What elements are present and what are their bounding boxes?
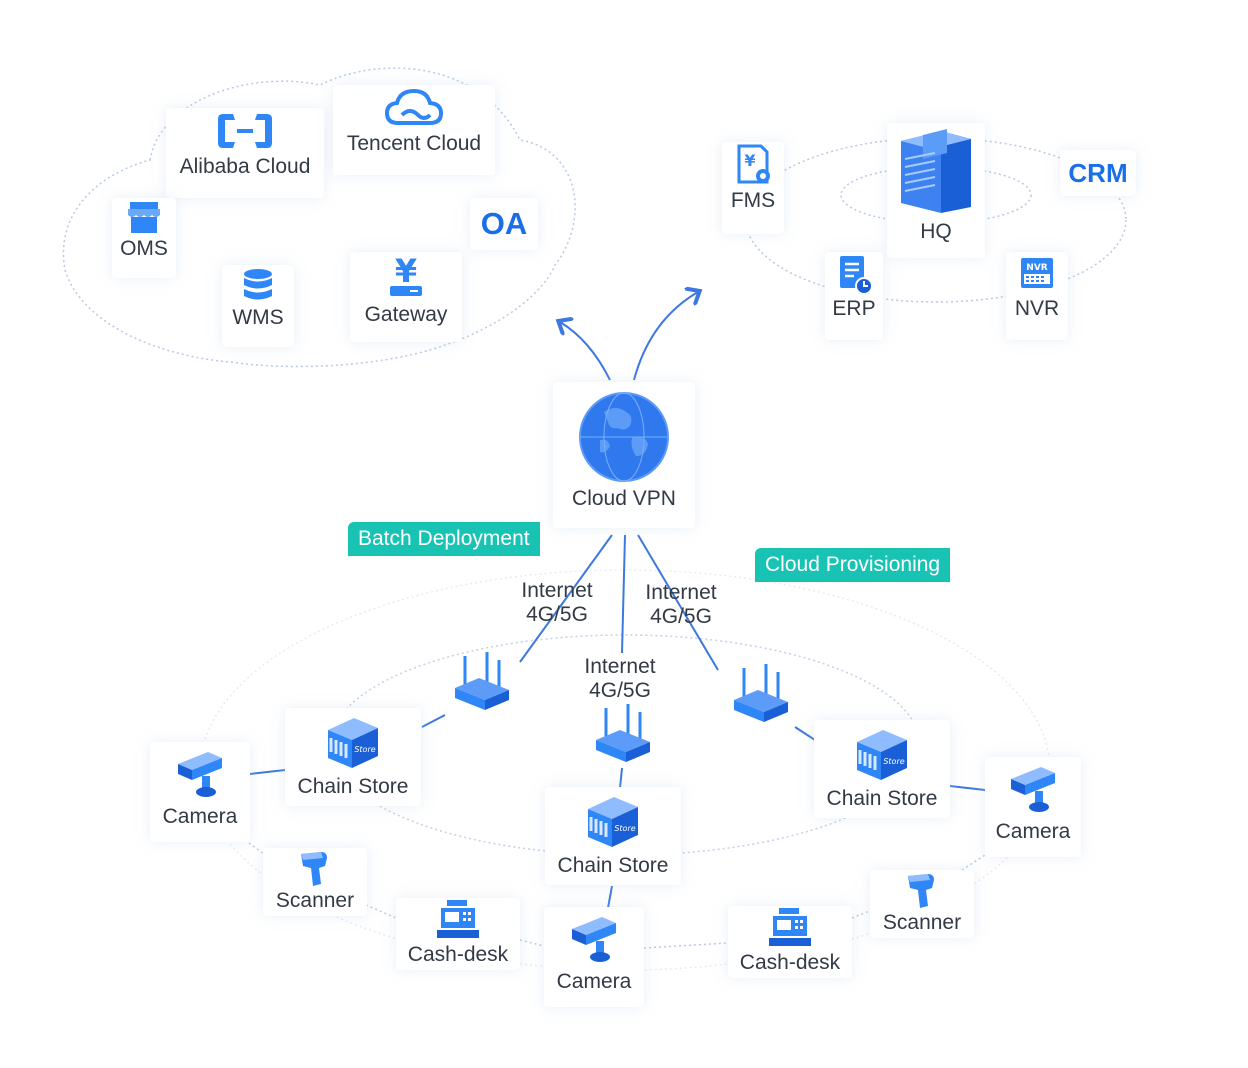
- vpn-arrow-left: [560, 322, 611, 381]
- building-icon: [901, 129, 971, 213]
- alibaba-cloud-icon: [218, 114, 272, 148]
- crm-node[interactable]: CRM: [1060, 150, 1136, 196]
- scanner-left-label: Scanner: [275, 889, 355, 912]
- nvr-node[interactable]: NVR NVR: [1006, 252, 1068, 340]
- router-icon[interactable]: [586, 700, 656, 770]
- camera-bottom-label: Camera: [556, 970, 632, 993]
- barcode-scanner-icon: [908, 874, 934, 908]
- camera-icon: [178, 752, 222, 797]
- erp-label: ERP: [832, 297, 876, 320]
- camera-left-label: Camera: [162, 805, 238, 828]
- tencent-cloud-node[interactable]: Tencent Cloud: [333, 85, 495, 175]
- oa-label: OA: [480, 206, 528, 241]
- nvr-label: NVR: [1014, 297, 1060, 320]
- database-icon: [244, 269, 272, 300]
- chain-store-left-node[interactable]: Store Chain Store: [285, 708, 421, 806]
- cloud-outline: [62, 67, 576, 368]
- cash-register-icon: [437, 900, 479, 938]
- camera-icon: [572, 917, 616, 962]
- link-middle: [621, 534, 626, 654]
- cashdesk-left-node[interactable]: Cash-desk: [396, 898, 520, 970]
- crm-label: CRM: [1068, 158, 1128, 188]
- camera-right-node[interactable]: Camera: [985, 757, 1081, 857]
- camera-right-label: Camera: [995, 820, 1071, 843]
- vpn-arrow-right: [633, 292, 698, 381]
- cash-register-icon: [769, 908, 811, 946]
- alibaba-cloud-label: Alibaba Cloud: [179, 155, 311, 178]
- link-left: [519, 534, 613, 663]
- store-icon: Store: [857, 730, 907, 780]
- gateway-label: Gateway: [364, 303, 448, 326]
- oms-label: OMS: [120, 237, 168, 260]
- gateway-icon: ¥: [390, 252, 422, 296]
- scanner-right-node[interactable]: Scanner: [870, 870, 974, 938]
- gateway-node[interactable]: ¥ Gateway: [350, 252, 462, 342]
- oa-node[interactable]: OA: [470, 198, 538, 250]
- cashdesk-left-label: Cash-desk: [407, 943, 509, 966]
- nvr-badge-text: NVR: [1026, 263, 1047, 273]
- tencent-cloud-label: Tencent Cloud: [346, 132, 482, 155]
- svg-text:¥: ¥: [744, 151, 755, 170]
- oms-node[interactable]: OMS: [112, 198, 176, 278]
- chain-store-middle-label: Chain Store: [557, 854, 669, 877]
- cloud-vpn-label: Cloud VPN: [572, 487, 676, 510]
- scanner-right-label: Scanner: [882, 911, 962, 934]
- shop-icon: [128, 202, 160, 233]
- store-badge-text: Store: [614, 824, 635, 833]
- router-icon[interactable]: [724, 660, 794, 730]
- erp-node[interactable]: ERP: [825, 252, 883, 340]
- svg-text:¥: ¥: [395, 252, 417, 290]
- cloud-vpn-node[interactable]: Cloud VPN: [553, 382, 695, 528]
- cashdesk-right-label: Cash-desk: [739, 951, 841, 974]
- link-right: [637, 534, 719, 671]
- alibaba-cloud-node[interactable]: Alibaba Cloud: [166, 108, 324, 198]
- globe-icon: [579, 392, 669, 482]
- chain-store-left-label: Chain Store: [297, 775, 409, 798]
- batch-deployment-tag: Batch Deployment: [348, 522, 540, 556]
- chain-store-middle-node[interactable]: Store Chain Store: [545, 787, 681, 885]
- hq-label: HQ: [920, 220, 952, 243]
- scanner-left-node[interactable]: Scanner: [263, 848, 367, 916]
- cloud-provisioning-tag: Cloud Provisioning: [755, 548, 951, 582]
- camera-left-node[interactable]: Camera: [150, 742, 250, 842]
- store-badge-text: Store: [883, 757, 904, 766]
- camera-icon: [1011, 767, 1055, 812]
- camera-bottom-node[interactable]: Camera: [544, 907, 644, 1007]
- finance-doc-icon: ¥: [737, 144, 770, 184]
- hq-node[interactable]: HQ: [887, 123, 985, 258]
- report-icon: [840, 256, 873, 295]
- fms-node[interactable]: ¥ FMS: [722, 142, 784, 234]
- barcode-scanner-icon: [301, 852, 327, 886]
- tencent-cloud-icon: [384, 88, 444, 125]
- store-icon: Store: [328, 718, 378, 768]
- nvr-icon: NVR: [1021, 258, 1053, 288]
- wms-label: WMS: [232, 306, 284, 329]
- cashdesk-right-node[interactable]: Cash-desk: [728, 906, 852, 978]
- router-icon[interactable]: [445, 648, 515, 718]
- chain-store-right-label: Chain Store: [826, 787, 938, 810]
- fms-label: FMS: [730, 189, 776, 212]
- chain-store-right-node[interactable]: Store Chain Store: [814, 720, 950, 818]
- store-badge-text: Store: [354, 745, 375, 754]
- wms-node[interactable]: WMS: [222, 265, 294, 347]
- store-icon: Store: [588, 797, 638, 847]
